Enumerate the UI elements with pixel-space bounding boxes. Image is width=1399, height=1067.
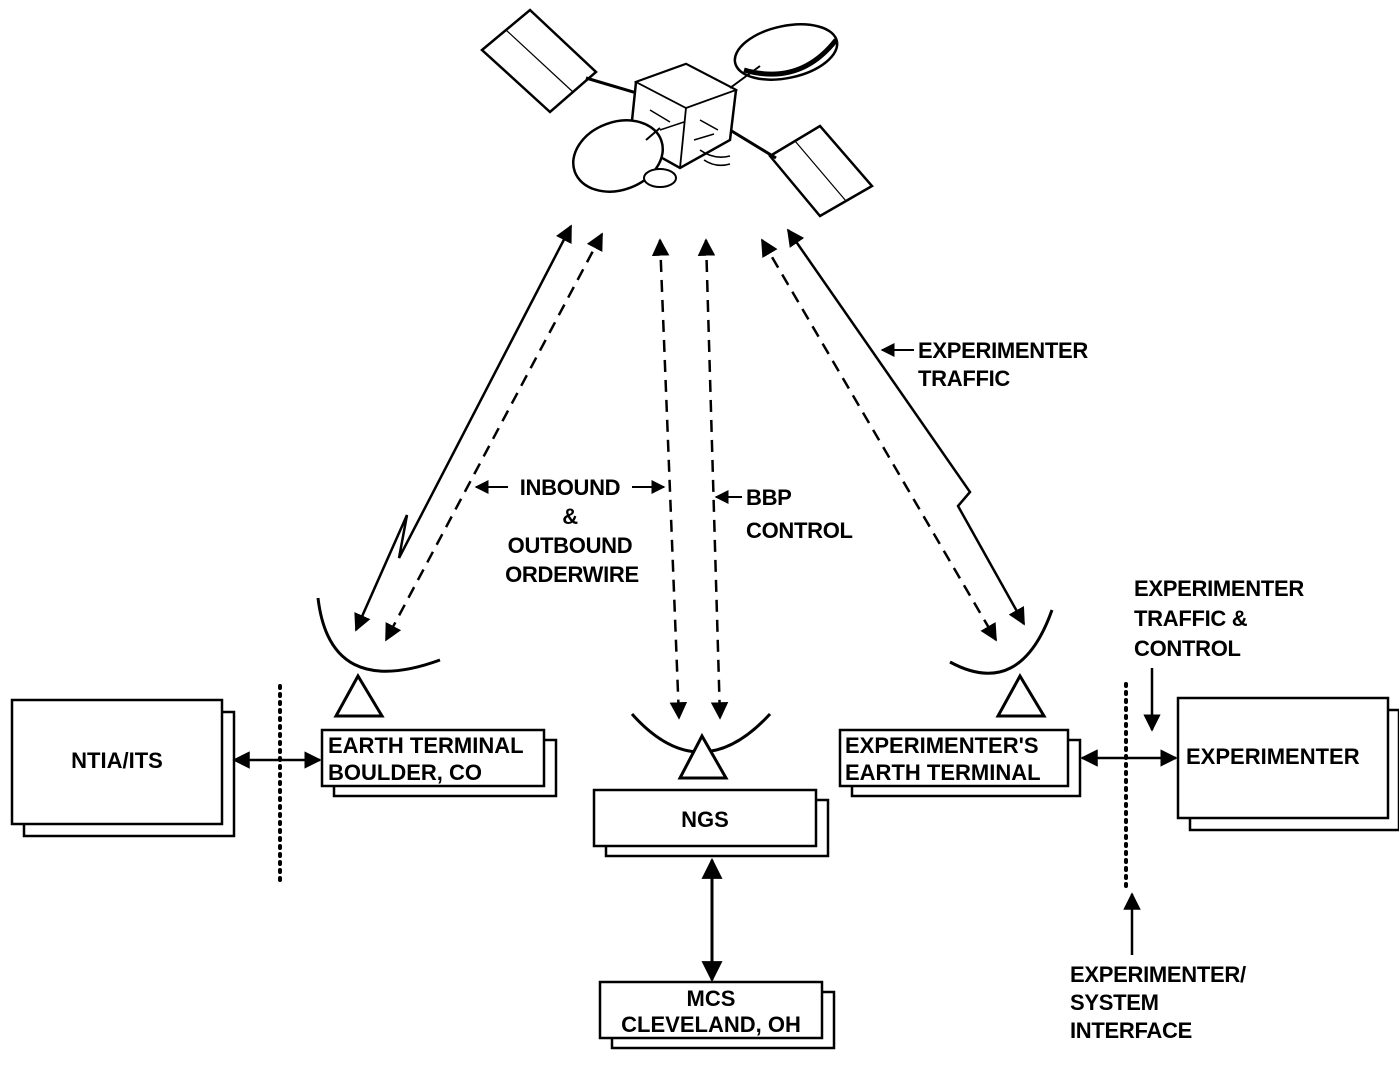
box-ntia-its: NTIA/ITS <box>10 698 236 838</box>
satellite-icon <box>480 8 874 218</box>
dish-boulder-icon <box>316 597 441 718</box>
earth-terminal-label: EARTH TERMINAL <box>328 733 524 758</box>
bbp-line2: CONTROL <box>746 518 853 543</box>
orderwire-line3: OUTBOUND <box>508 533 633 558</box>
label-bbp-control: BBP CONTROL <box>746 485 853 543</box>
traffic-control-line1: EXPERIMENTER <box>1134 576 1304 601</box>
label-orderwire: INBOUND & OUTBOUND ORDERWIRE <box>505 475 639 587</box>
link-ngs-bbp <box>697 238 729 720</box>
link-exp-dashed <box>760 238 998 642</box>
traffic-control-line2: TRAFFIC & <box>1134 606 1248 631</box>
boulder-label: BOULDER, CO <box>328 760 482 785</box>
orderwire-line4: ORDERWIRE <box>505 562 639 587</box>
system-interface-line1: EXPERIMENTER/ <box>1070 962 1246 987</box>
exp-earth-terminal-label: EARTH TERMINAL <box>845 760 1041 785</box>
label-traffic-control: EXPERIMENTER TRAFFIC & CONTROL <box>1134 576 1305 661</box>
box-mcs: MCS CLEVELAND, OH <box>598 980 836 1050</box>
experimenters-label: EXPERIMENTER'S <box>845 733 1039 758</box>
box-experimenter: EXPERIMENTER <box>1176 696 1399 832</box>
box-experimenters-earth-terminal: EXPERIMENTER'S EARTH TERMINAL <box>838 728 1082 798</box>
traffic-control-line3: CONTROL <box>1134 636 1241 661</box>
orderwire-line2: & <box>562 504 578 529</box>
link-exp-solid <box>786 228 1026 626</box>
bbp-line1: BBP <box>746 485 792 510</box>
system-interface-line3: INTERFACE <box>1070 1018 1192 1043</box>
label-system-interface: EXPERIMENTER/ SYSTEM INTERFACE <box>1070 962 1246 1043</box>
dish-experimenter-icon <box>949 609 1054 718</box>
mcs-label: MCS <box>687 986 736 1011</box>
system-interface-line2: SYSTEM <box>1070 990 1159 1015</box>
dish-ngs-icon <box>630 712 772 780</box>
cleveland-label: CLEVELAND, OH <box>621 1012 801 1037</box>
link-boulder-dashed <box>384 232 604 642</box>
box-ngs: NGS <box>592 788 830 858</box>
experimenter-label: EXPERIMENTER <box>1186 744 1360 769</box>
ntia-label: NTIA/ITS <box>71 748 163 773</box>
box-earth-terminal-boulder: EARTH TERMINAL BOULDER, CO <box>320 728 558 798</box>
ngs-label: NGS <box>681 807 729 832</box>
link-ngs-dashed <box>651 238 688 720</box>
experimenter-traffic-line1: EXPERIMENTER <box>918 338 1088 363</box>
label-experimenter-traffic: EXPERIMENTER TRAFFIC <box>918 338 1089 391</box>
experimenter-traffic-line2: TRAFFIC <box>918 366 1010 391</box>
orderwire-line1: INBOUND <box>520 475 621 500</box>
